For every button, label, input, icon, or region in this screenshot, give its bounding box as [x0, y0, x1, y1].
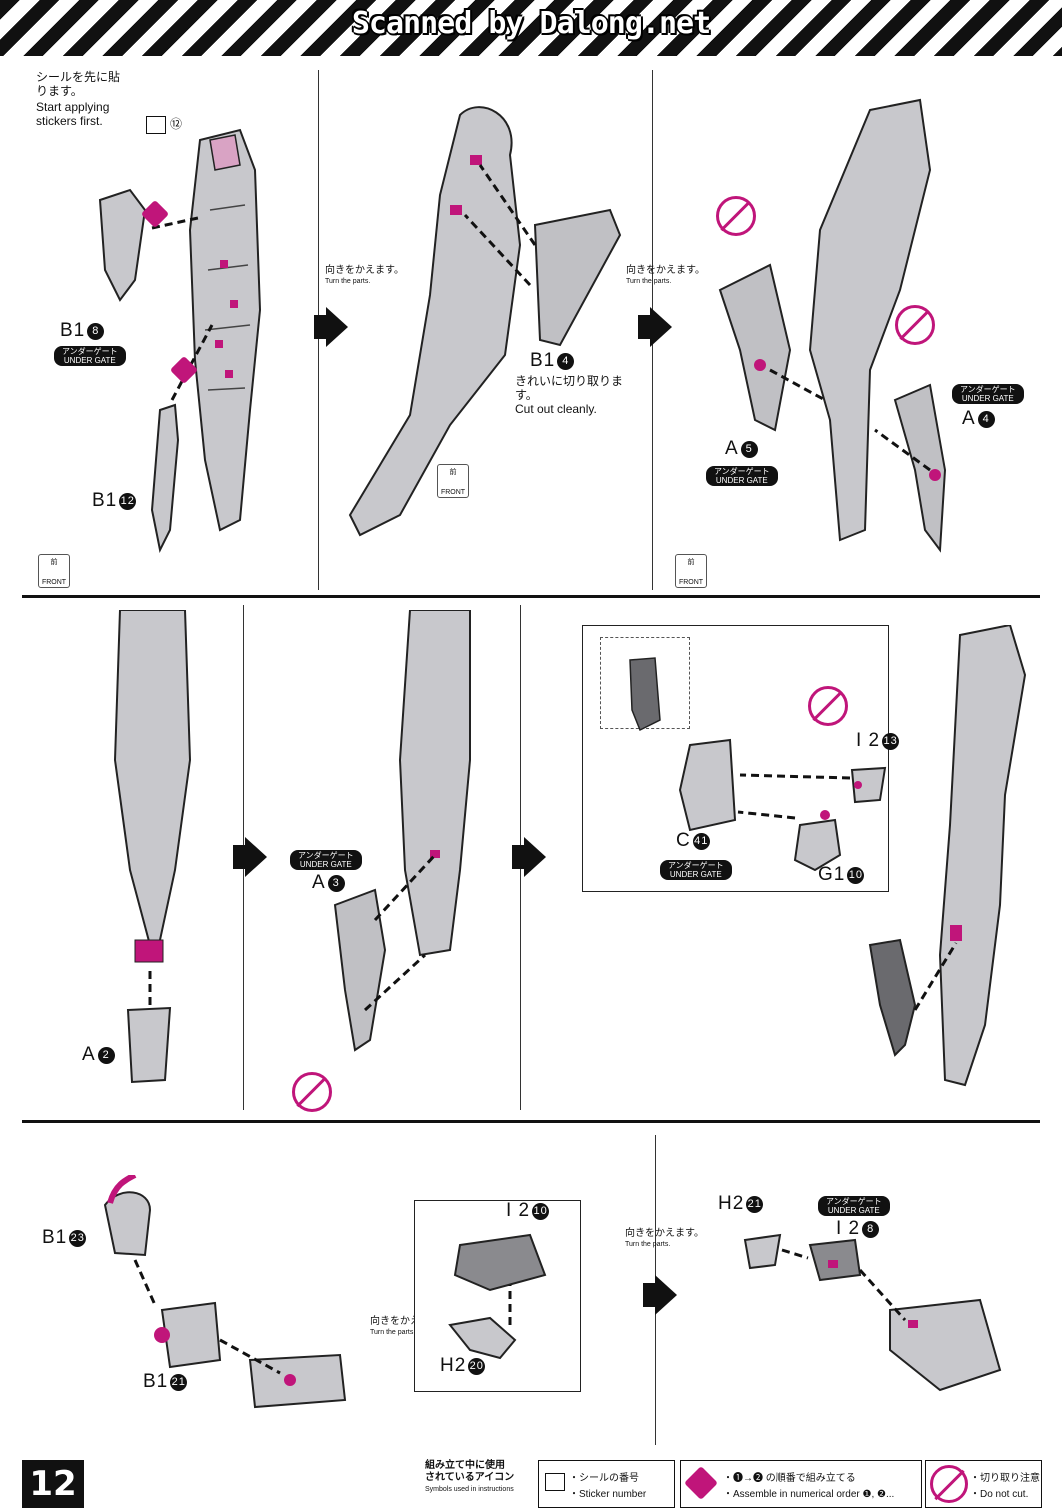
turn-note: 向きをかえます。 Turn the parts.: [370, 1316, 449, 1336]
legend-sticker: ・シールの番号 ・Sticker number: [538, 1460, 675, 1508]
do-not-cut-icon: [930, 1465, 968, 1503]
next-step-arrow-icon: [643, 1275, 677, 1315]
cut-clean-note-en: Cut out cleanly.: [515, 402, 597, 416]
do-not-cut-icon: [808, 686, 848, 726]
sticker-number: ⑫: [170, 117, 183, 131]
heel-parts-illustration: [448, 1233, 547, 1360]
right-leg-assembly-illustration: [98, 128, 262, 554]
page-number: 12: [22, 1460, 84, 1508]
step-order-icon: [684, 1466, 718, 1500]
turn-note: 向きをかえます。 Turn the parts.: [625, 1228, 704, 1248]
header-hazard-stripe: [0, 0, 1062, 56]
turn-note: 向きをかえます。 Turn the parts.: [325, 265, 404, 285]
detail-callout-box: [414, 1200, 581, 1392]
sticker-icon: [146, 116, 166, 134]
legend-do-not-cut: ・切り取り注意 ・Do not cut.: [925, 1460, 1042, 1508]
do-not-cut-icon: [292, 1072, 332, 1112]
leg-with-knee-illustration: [868, 625, 1027, 1087]
next-step-arrow-icon: [233, 837, 267, 877]
next-step-arrow-icon: [314, 307, 348, 347]
next-step-arrow-icon: [638, 307, 672, 347]
knee-parts-illustration: [629, 657, 887, 872]
do-not-cut-icon: [895, 305, 935, 345]
leg-side-view-illustration: [348, 106, 622, 537]
shin-armor-illustration: [333, 610, 471, 1052]
heel-assembly-illustration: [743, 1233, 1002, 1392]
ankle-assembly-illustration: [103, 1175, 347, 1409]
sticker-note-jp: シールを先に貼ります。: [36, 70, 121, 98]
lower-leg-armor-illustration: [718, 98, 947, 553]
shin-illustration: [113, 610, 192, 1084]
row-divider-1: [22, 595, 1040, 598]
detail-inset: [600, 637, 690, 729]
sticker-note-en: Start applying stickers first.: [36, 100, 110, 128]
legend-order: ・❶→❷ の順番で組み立てる ・Assemble in numerical or…: [680, 1460, 922, 1508]
do-not-cut-icon: [716, 196, 756, 236]
row-divider-2: [22, 1120, 1040, 1123]
turn-note: 向きをかえます。 Turn the parts.: [626, 265, 705, 285]
cut-clean-note-jp: きれいに切り取ります。: [515, 374, 624, 402]
sticker-icon: [545, 1473, 565, 1491]
next-step-arrow-icon: [512, 837, 546, 877]
legend-title: 組み立て中に使用 されているアイコン Symbols used in instr…: [425, 1460, 515, 1493]
scan-watermark: Scanned by Dalong.net: [351, 6, 711, 41]
